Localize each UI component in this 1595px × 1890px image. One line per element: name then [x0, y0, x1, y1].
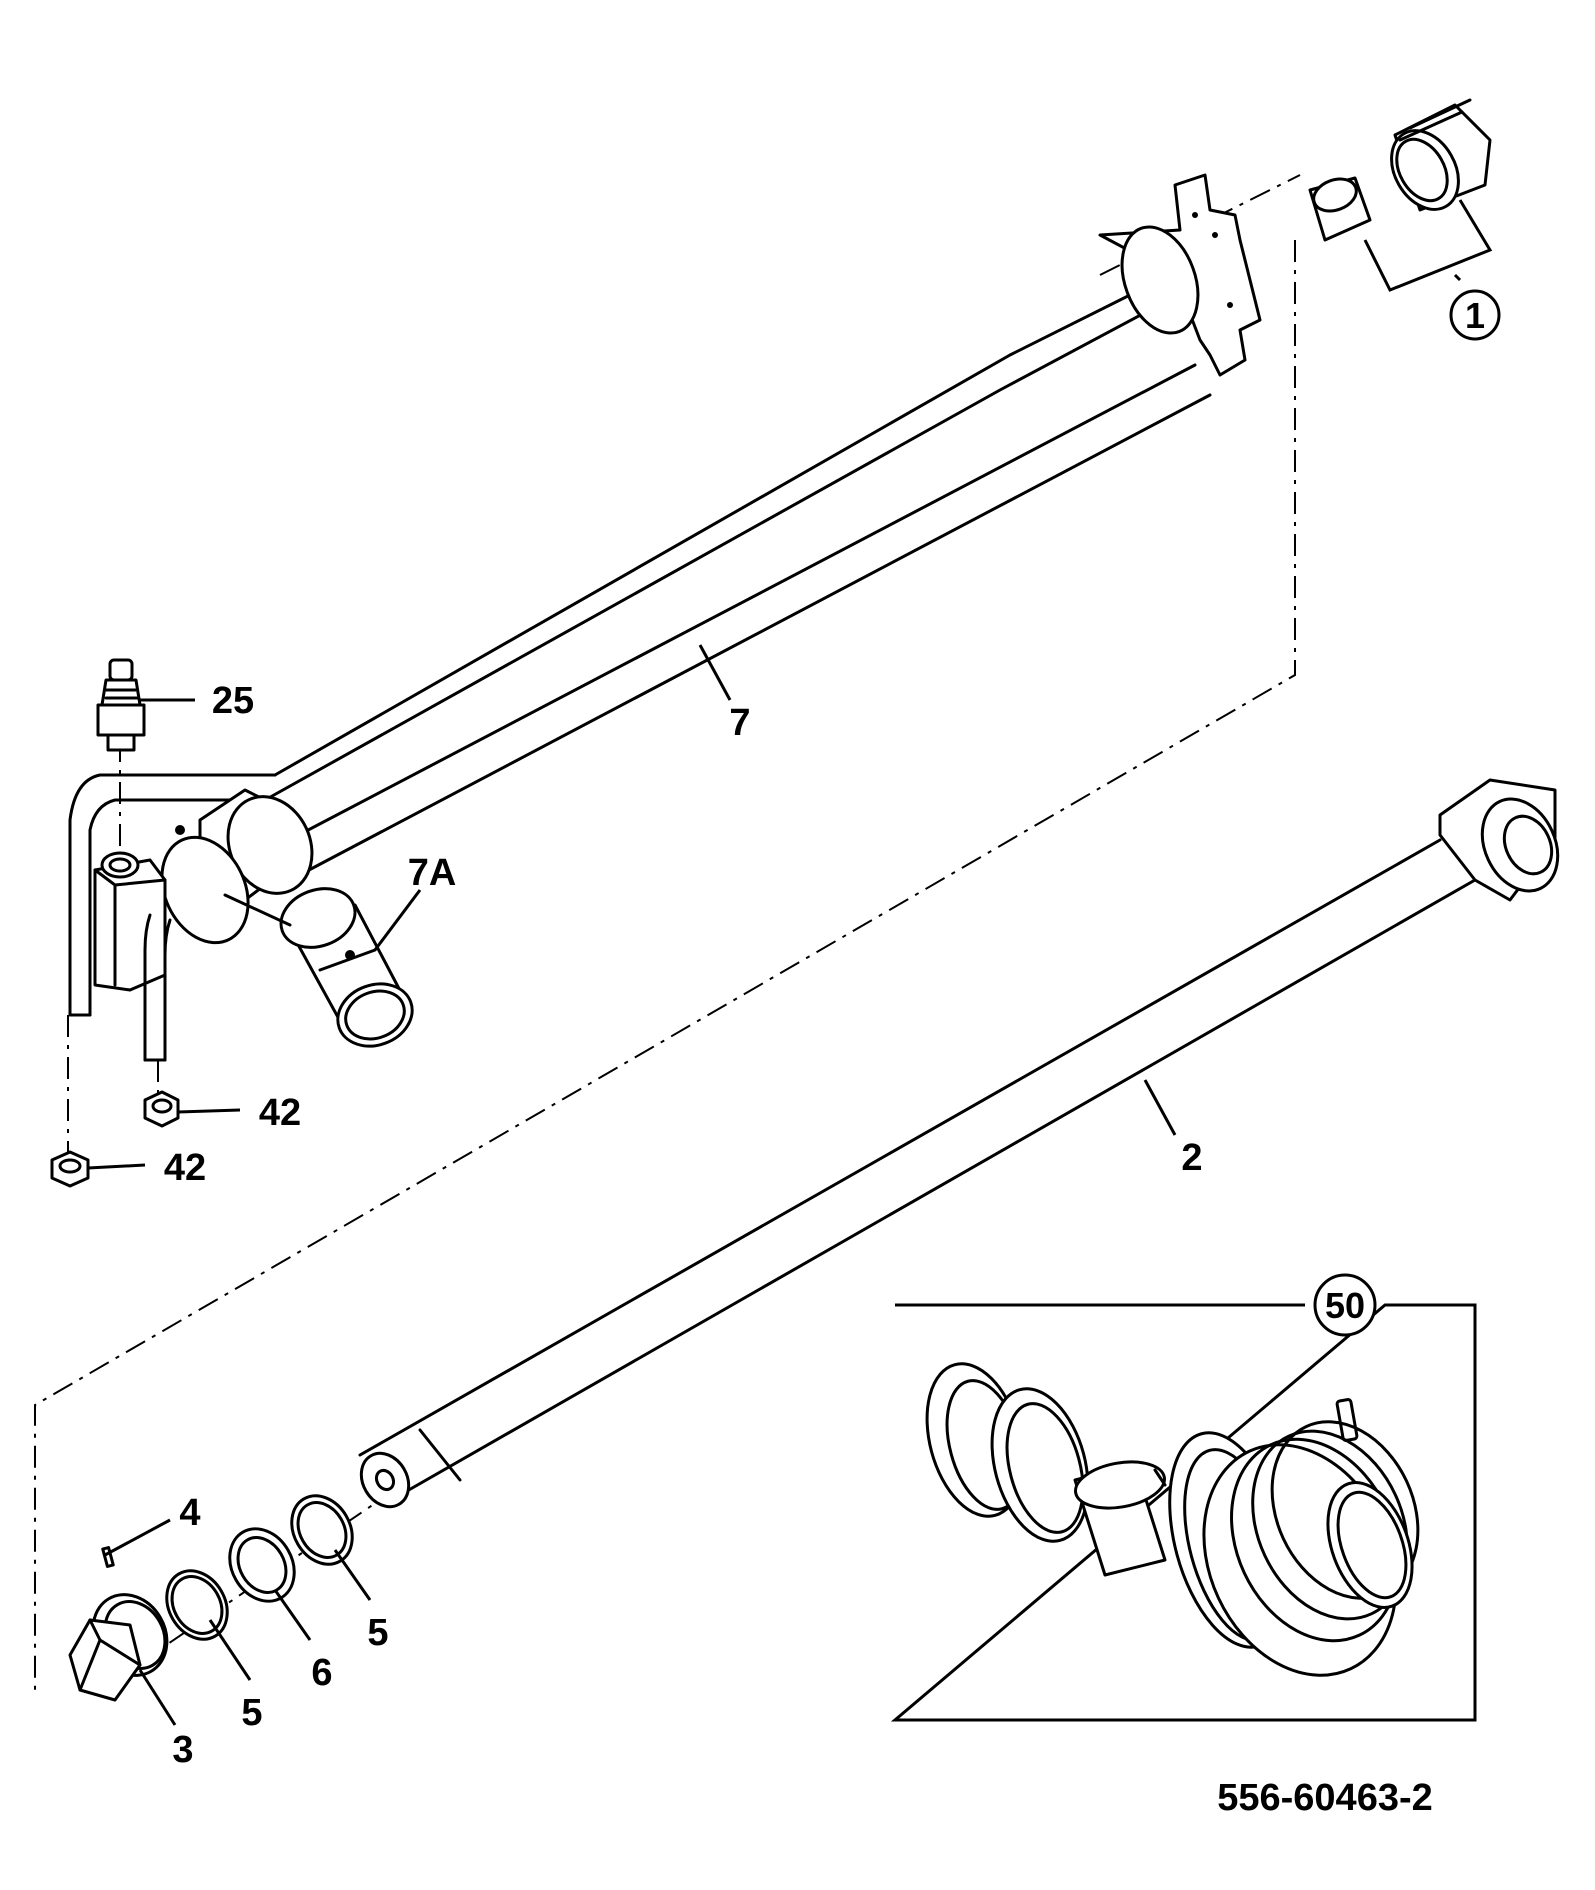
- callout-4-label: 4: [179, 1492, 200, 1534]
- seal-ring-5-right: [290, 1494, 354, 1566]
- bushing-7a: [223, 887, 414, 1048]
- callout-50-label: 50: [1325, 1285, 1365, 1326]
- cylinder-barrel: [68, 173, 1262, 1062]
- callout-5b-label: 5: [367, 1612, 388, 1654]
- callout-42a-label: 42: [259, 1092, 301, 1134]
- grease-fitting-25: [96, 658, 146, 752]
- callout-7a-label: 7A: [408, 852, 457, 894]
- callout-50: 50: [1313, 1273, 1377, 1337]
- callout-42b-label: 42: [164, 1147, 206, 1189]
- piston-nut-3: [68, 1593, 169, 1702]
- gland-assembly-1: [1308, 98, 1493, 292]
- callout-3-label: 3: [172, 1729, 193, 1771]
- pin-4: [101, 1546, 115, 1568]
- callout-1: 1: [1449, 289, 1501, 341]
- callout-7-label: 7: [729, 702, 750, 744]
- seal-kit-box-50: [890, 1303, 1477, 1722]
- nut-42-upper: [143, 1090, 180, 1128]
- callout-6-label: 6: [311, 1652, 332, 1694]
- nut-42-lower: [50, 1150, 90, 1188]
- drawing-number: 556-60463-2: [1217, 1777, 1433, 1819]
- callout-2-label: 2: [1181, 1137, 1202, 1179]
- leader-lines: [87, 644, 1177, 1726]
- callout-5a-label: 5: [241, 1692, 262, 1734]
- piston-rod-2: [358, 778, 1560, 1509]
- callout-25-label: 25: [212, 680, 254, 722]
- callout-1-label: 1: [1465, 295, 1485, 336]
